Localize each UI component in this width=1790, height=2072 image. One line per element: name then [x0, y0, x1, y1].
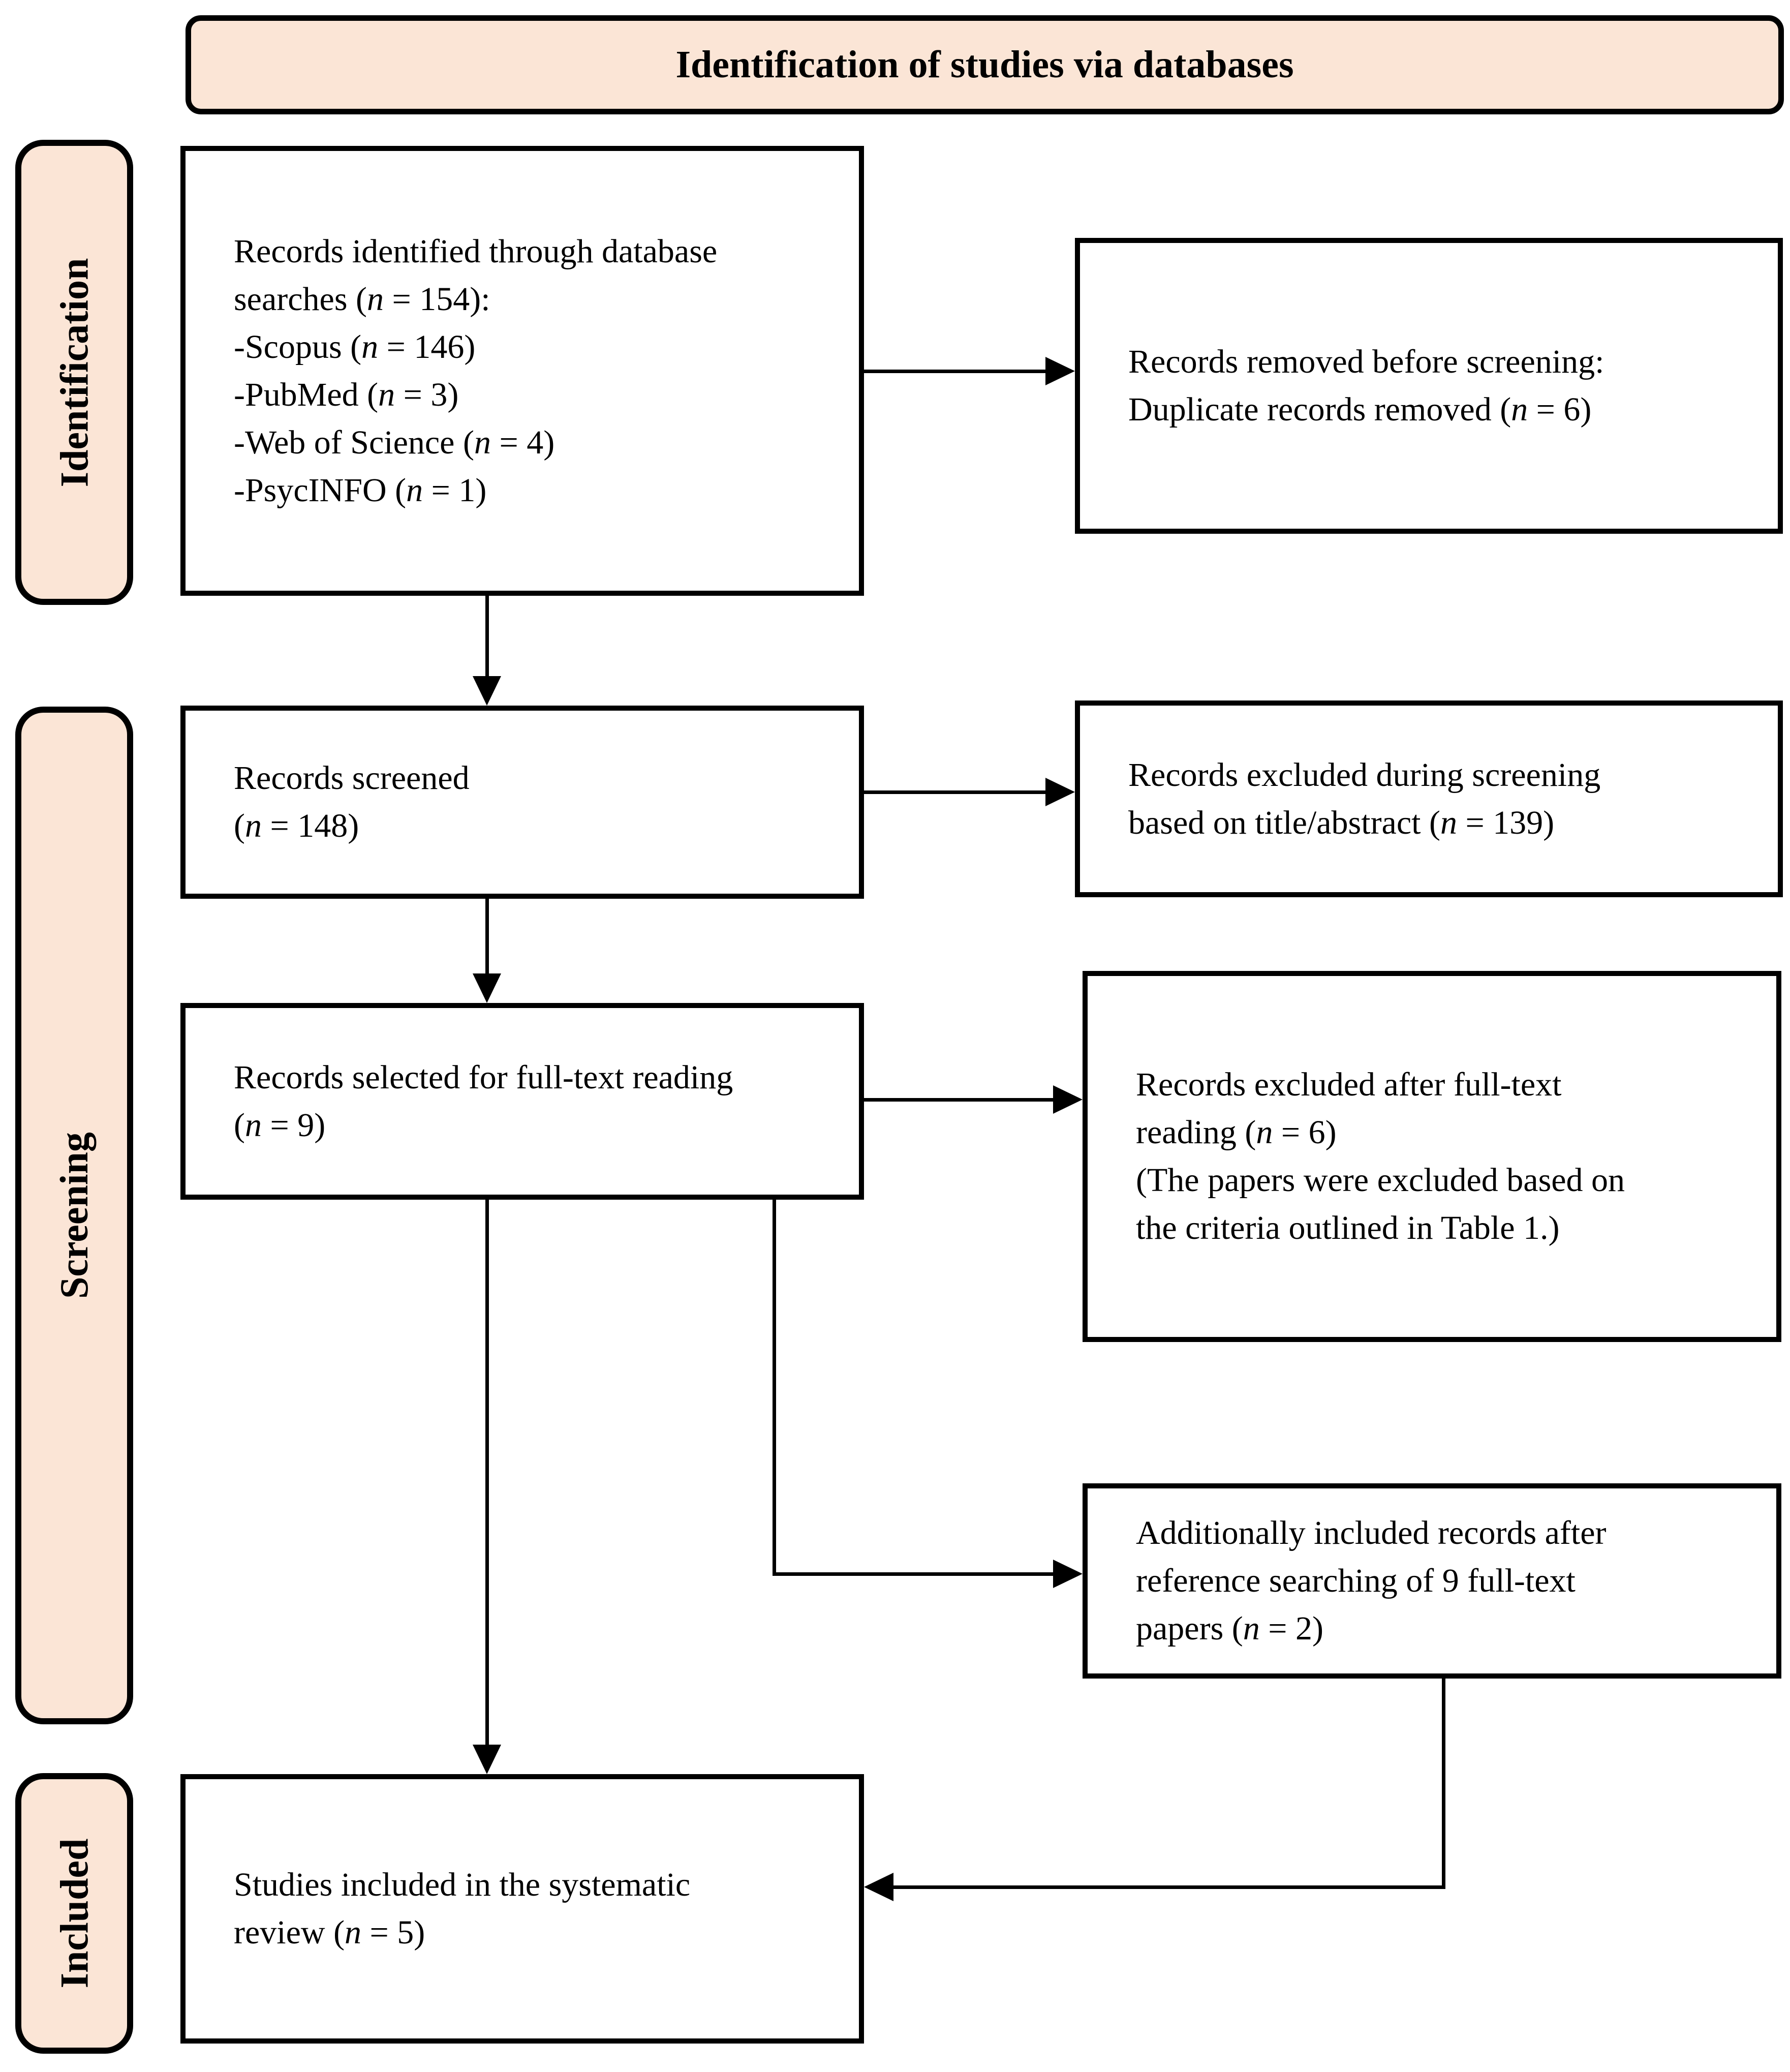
connector-fulltext-to-excluded-line	[864, 1098, 1060, 1102]
connector-identified-to-screened-line	[485, 596, 489, 682]
arrow-right-icon	[1045, 357, 1075, 385]
connector-screened-to-fulltext-line	[485, 899, 489, 978]
connector-fulltext-to-additional-hline	[773, 1572, 1057, 1576]
box-records-removed-text: Records removed before screening:Duplica…	[1128, 343, 1604, 428]
arrow-right-icon	[1045, 778, 1075, 806]
connector-fulltext-to-included-line	[485, 1200, 489, 1749]
connector-identified-to-removed-line	[864, 370, 1052, 373]
stage-label-included: Included	[15, 1773, 133, 2054]
stage-label-identification-text: Identification	[52, 258, 97, 487]
arrow-down-icon	[473, 676, 501, 706]
box-records-screened: Records screened(n = 148)	[180, 706, 864, 899]
box-records-selected-fulltext-text: Records selected for full-text reading(n…	[234, 1058, 733, 1144]
stage-label-screening: Screening	[15, 707, 133, 1724]
title-banner: Identification of studies via databases	[186, 15, 1784, 114]
connector-additional-to-included-hline	[890, 1885, 1445, 1889]
arrow-left-icon	[864, 1873, 893, 1901]
connector-screened-to-excluded-line	[864, 790, 1052, 794]
box-records-screened-text: Records screened(n = 148)	[234, 759, 470, 844]
box-records-selected-fulltext: Records selected for full-text reading(n…	[180, 1003, 864, 1200]
arrow-right-icon	[1053, 1560, 1083, 1588]
stage-label-identification: Identification	[15, 140, 133, 605]
arrow-down-icon	[473, 1745, 501, 1774]
arrow-down-icon	[473, 973, 501, 1003]
connector-fulltext-to-additional-vline	[773, 1200, 776, 1576]
stage-label-screening-text: Screening	[52, 1132, 97, 1299]
arrow-right-icon	[1053, 1085, 1083, 1114]
diagram-title: Identification of studies via databases	[675, 43, 1294, 86]
stage-label-included-text: Included	[52, 1838, 97, 1989]
connector-additional-to-included-vline	[1442, 1679, 1445, 1889]
box-records-removed: Records removed before screening:Duplica…	[1075, 238, 1783, 534]
